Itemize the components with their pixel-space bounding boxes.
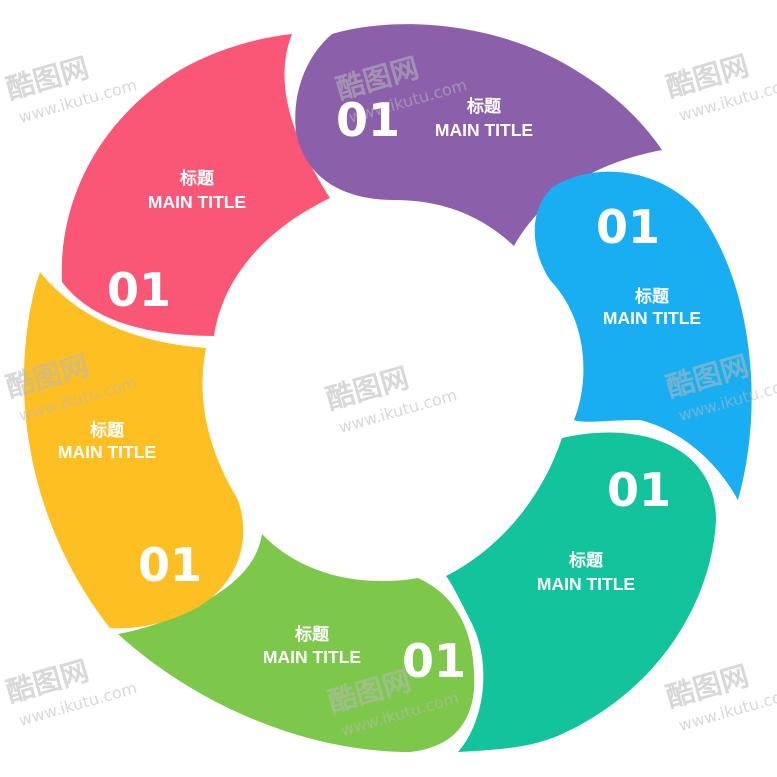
segment-title-en: MAIN TITLE — [537, 574, 635, 594]
watermark-center: 酷图网 www.ikutu.com — [322, 361, 458, 437]
segment-title-en: MAIN TITLE — [263, 647, 361, 667]
segment-title-cn: 标题 — [635, 286, 670, 307]
segment-number: 01 — [607, 463, 671, 517]
segment-title-cn: 标题 — [90, 420, 125, 441]
segment-number: 01 — [402, 634, 466, 688]
segment-title-en: MAIN TITLE — [58, 442, 156, 462]
segment-number: 01 — [138, 538, 202, 592]
segment-green — [118, 534, 475, 752]
label-yellow: 标题 MAIN TITLE 01 — [58, 420, 202, 592]
segment-title-en: MAIN TITLE — [435, 120, 533, 140]
label-blue: 01 标题 MAIN TITLE — [596, 200, 701, 328]
segment-number: 01 — [596, 200, 660, 254]
segment-teal — [446, 432, 716, 752]
watermark-top-left: 酷图网 www.ikutu.com — [2, 51, 138, 127]
segment-blue — [534, 171, 752, 500]
segment-purple — [295, 24, 662, 247]
watermark-bottom-right: 酷图网 www.ikutu.com — [662, 659, 777, 735]
label-green: 标题 MAIN TITLE 01 — [263, 624, 466, 688]
watermark-bottom-left: 酷图网 www.ikutu.com — [2, 654, 138, 730]
segment-number: 01 — [336, 93, 400, 147]
segment-title-en: MAIN TITLE — [603, 308, 701, 328]
label-teal: 01 标题 MAIN TITLE — [537, 463, 671, 594]
segment-title-cn: 标题 — [180, 168, 215, 189]
segment-number: 01 — [107, 263, 171, 317]
segment-pink — [61, 34, 331, 336]
segment-title-cn: 标题 — [295, 624, 330, 645]
label-pink: 标题 MAIN TITLE 01 — [107, 168, 246, 317]
watermark-top-right: 酷图网 www.ikutu.com — [662, 49, 777, 125]
segment-title-cn: 标题 — [569, 550, 604, 571]
segment-title-cn: 标题 — [467, 96, 502, 117]
segment-title-en: MAIN TITLE — [148, 192, 246, 212]
label-purple: 01 标题 MAIN TITLE — [336, 93, 533, 147]
segment-yellow — [24, 272, 244, 629]
